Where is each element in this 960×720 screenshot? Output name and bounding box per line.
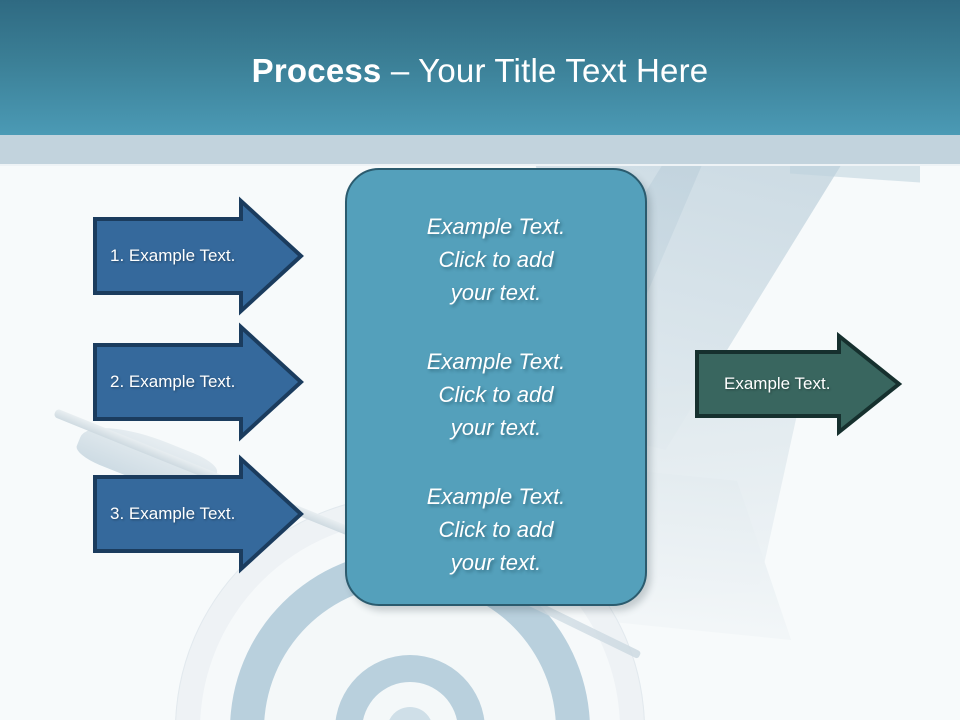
step-arrow-1-label: 1. Example Text. bbox=[110, 246, 236, 265]
header-accent-band-edge bbox=[0, 164, 960, 166]
arrow-right-icon bbox=[93, 196, 304, 316]
step-arrow-2[interactable]: 2. Example Text. bbox=[92, 322, 304, 442]
result-arrow-label: Example Text. bbox=[724, 374, 831, 393]
arrow-right-icon bbox=[93, 454, 304, 574]
page-title: Process – Your Title Text Here bbox=[0, 52, 960, 90]
target-ring-bullseye bbox=[387, 707, 433, 720]
panel-text-block-3: Example Text. Click to add your text. bbox=[426, 484, 566, 575]
arrow-right-icon bbox=[695, 331, 903, 437]
step-arrow-1[interactable]: 1. Example Text. bbox=[92, 196, 304, 316]
step-arrow-3[interactable]: 3. Example Text. bbox=[92, 454, 304, 574]
page-title-bold: Process bbox=[251, 52, 382, 89]
page-title-rest: – Your Title Text Here bbox=[381, 52, 709, 89]
step-arrow-2-label: 2. Example Text. bbox=[110, 372, 236, 391]
panel-text-block-1: Example Text. Click to add your text. bbox=[426, 214, 566, 305]
slide-header: Process – Your Title Text Here bbox=[0, 0, 960, 135]
result-arrow[interactable]: Example Text. bbox=[694, 331, 903, 437]
center-text-panel[interactable]: Example Text. Click to add your text. Ex… bbox=[345, 168, 647, 606]
step-arrow-3-label: 3. Example Text. bbox=[110, 504, 236, 523]
panel-text-block-2: Example Text. Click to add your text. bbox=[426, 349, 566, 440]
arrow-right-icon bbox=[93, 322, 304, 442]
header-accent-band bbox=[0, 135, 960, 165]
